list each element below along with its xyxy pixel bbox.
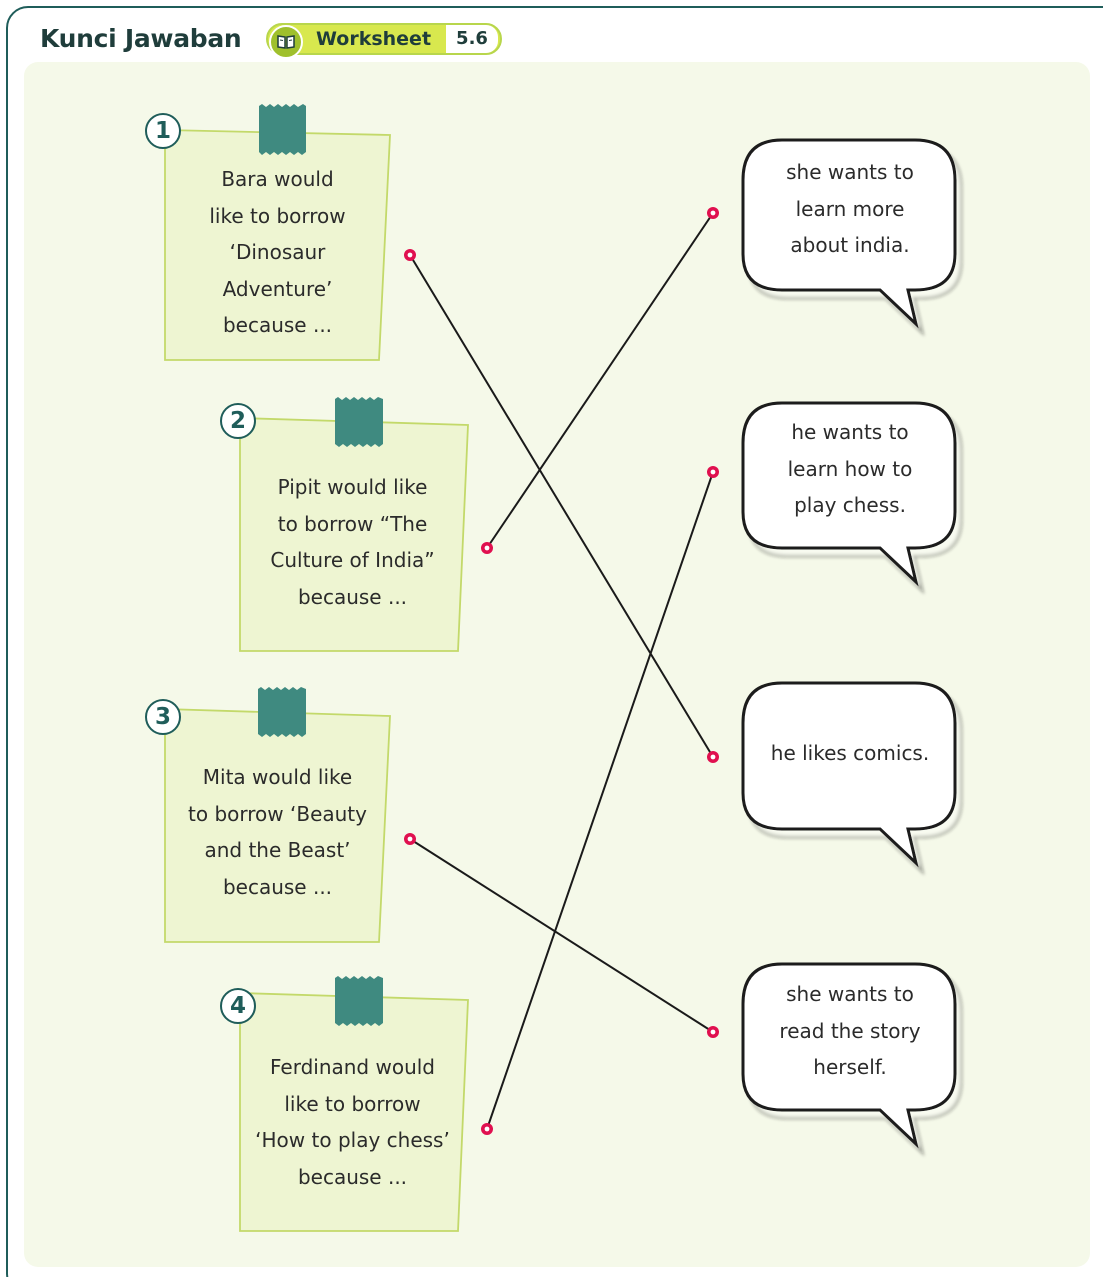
note-line: Adventure’ xyxy=(222,276,333,301)
bubble-text-2: he wants to learn how to play chess. xyxy=(745,414,955,524)
note-line: ‘Dinosaur xyxy=(229,240,326,264)
bubble-line: he likes comics. xyxy=(770,741,930,765)
note-number-2: 2 xyxy=(220,403,256,439)
connector-dot-bubble-4[interactable] xyxy=(707,1026,719,1038)
bubble-text-4: she wants to read the story herself. xyxy=(745,976,955,1086)
note-number-3: 3 xyxy=(145,699,181,735)
bubble-line: learn more xyxy=(795,196,905,221)
note-line: because ... xyxy=(297,584,408,609)
note-text-1: Bara would like to borrow ‘Dinosaur Adve… xyxy=(165,161,390,344)
tape-2 xyxy=(335,397,383,447)
badge-number: 5.6 xyxy=(446,25,498,53)
note-line: because ... xyxy=(222,874,333,899)
bubble-line: she wants to xyxy=(786,160,914,184)
note-line: Bara would xyxy=(221,167,334,191)
note-line: and the Beast’ xyxy=(204,838,351,862)
connector-dot-bubble-3[interactable] xyxy=(707,751,719,763)
sticky-note-4 xyxy=(239,992,469,1232)
match-line-4 xyxy=(486,471,714,1130)
sticky-note-2 xyxy=(239,417,469,652)
tape-1 xyxy=(259,104,306,155)
note-text-3: Mita would like to borrow ‘Beauty and th… xyxy=(165,759,390,905)
note-line: to borrow ‘Beauty xyxy=(188,801,367,826)
bubble-line: he wants to xyxy=(791,420,909,444)
note-line: Mita would like xyxy=(202,765,353,789)
bubble-line: about india. xyxy=(790,233,910,257)
note-text-2: Pipit would like to borrow “The Culture … xyxy=(240,469,465,615)
book-icon xyxy=(269,25,303,59)
note-line: ‘How to play chess’ xyxy=(255,1128,450,1152)
note-line: Ferdinand would xyxy=(269,1055,436,1079)
header: Kunci Jawaban xyxy=(40,18,242,58)
connector-dot-note-1[interactable] xyxy=(404,249,416,261)
speech-bubble-2 xyxy=(741,401,957,587)
bubble-line: she wants to xyxy=(786,982,914,1006)
bubble-line: learn how to xyxy=(787,456,913,481)
note-number-1: 1 xyxy=(145,113,181,149)
bubble-text-1: she wants to learn more about india. xyxy=(745,154,955,264)
page-title: Kunci Jawaban xyxy=(40,23,242,53)
connector-dot-bubble-2[interactable] xyxy=(707,466,719,478)
note-line: because ... xyxy=(222,313,333,337)
bubble-line: herself. xyxy=(813,1055,887,1079)
note-line: like to borrow xyxy=(284,1091,421,1116)
bubble-text-3: he likes comics. xyxy=(745,735,955,772)
sticky-note-3 xyxy=(164,708,391,943)
match-line-1 xyxy=(409,254,714,758)
note-number-4: 4 xyxy=(220,988,256,1024)
speech-bubble-1 xyxy=(741,138,957,329)
note-line: Pipit would like xyxy=(277,475,428,499)
tape-3 xyxy=(258,687,306,737)
speech-bubble-3 xyxy=(741,681,957,868)
sticky-note-1 xyxy=(164,129,391,361)
note-line: to borrow “The xyxy=(277,511,428,536)
badge-label: Worksheet xyxy=(316,28,432,50)
connector-dot-bubble-1[interactable] xyxy=(707,207,719,219)
note-line: Culture of India” xyxy=(270,548,435,572)
connector-dot-note-3[interactable] xyxy=(404,833,416,845)
note-line: because ... xyxy=(297,1164,408,1189)
tape-4 xyxy=(335,976,383,1026)
note-line: like to borrow xyxy=(209,203,346,228)
note-text-4: Ferdinand would like to borrow ‘How to p… xyxy=(240,1049,465,1195)
speech-bubble-4 xyxy=(741,962,957,1149)
connector-dot-note-4[interactable] xyxy=(481,1123,493,1135)
bubble-line: play chess. xyxy=(794,493,906,517)
match-line-3 xyxy=(409,838,714,1033)
match-line-2 xyxy=(486,212,714,549)
bubble-line: read the story xyxy=(779,1018,921,1043)
connector-dot-note-2[interactable] xyxy=(481,542,493,554)
